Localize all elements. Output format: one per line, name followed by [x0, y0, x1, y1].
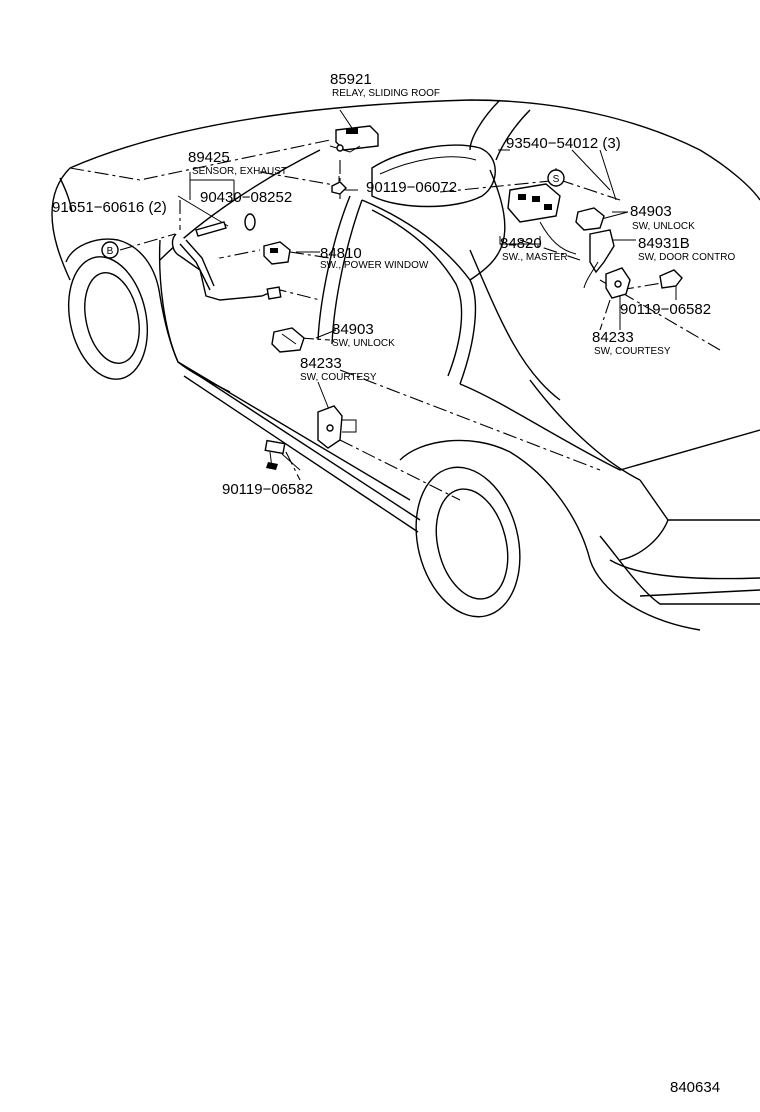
label-90430-08252: 90430−08252	[200, 189, 292, 206]
label-84903-rear: 84903 SW, UNLOCK	[630, 203, 695, 232]
part-number: 90430−08252	[200, 189, 292, 206]
part-number: 90119−06072	[366, 179, 457, 196]
part-description: SW., MASTER	[502, 252, 568, 263]
part-description: SW, COURTESY	[300, 372, 377, 383]
label-84233-rear: 84233 SW, COURTESY	[592, 329, 671, 357]
label-84233-front: 84233 SW, COURTESY	[300, 355, 377, 383]
part-description: SENSOR, EXHAUST	[192, 166, 287, 177]
courtesy-switch-rear-part[interactable]	[605, 267, 631, 299]
car-body-outline	[51, 99, 760, 631]
unlock-switch-front-part[interactable]	[271, 327, 305, 353]
label-90119-06582-front: 90119−06582	[222, 481, 313, 498]
part-number: 90119−06582	[222, 481, 313, 498]
label-84931b: 84931B SW, DOOR CONTRO	[638, 235, 735, 263]
courtesy-switch-front-part[interactable]	[317, 405, 357, 449]
part-number: 84903	[332, 321, 374, 338]
part-number: 85921	[330, 71, 372, 88]
figure-number: 840634	[670, 1079, 720, 1096]
part-description: SW, UNLOCK	[632, 221, 695, 232]
marker-s-label: S	[553, 174, 560, 185]
part-number: 91651−60616 (2)	[52, 199, 167, 216]
marker-b-circle: B	[101, 241, 119, 259]
part-number: 90119−06582	[620, 301, 711, 318]
part-number: 84233	[592, 329, 634, 346]
screw-90119-06582-rear[interactable]	[659, 269, 683, 289]
power-window-switch-part[interactable]	[263, 241, 291, 265]
part-description: SW, UNLOCK	[332, 338, 395, 349]
label-89425: 89425 SENSOR, EXHAUST	[188, 149, 287, 177]
exhaust-sensor-part[interactable]	[171, 213, 282, 301]
relay-sliding-roof-part[interactable]	[329, 125, 379, 153]
part-description: SW, DOOR CONTRO	[638, 252, 735, 263]
screw-90119-06582-front[interactable]	[264, 439, 286, 470]
label-84820: 84820 SW., MASTER	[500, 235, 568, 263]
label-85921: 85921 RELAY, SLIDING ROOF	[330, 71, 440, 99]
unlock-switch-rear-part[interactable]	[575, 207, 605, 231]
part-number: 84233	[300, 355, 342, 372]
label-90119-06582-rear: 90119−06582	[620, 301, 711, 318]
part-description: SW., POWER WINDOW	[320, 260, 429, 271]
part-number: 89425	[188, 149, 230, 166]
master-switch-part[interactable]	[507, 183, 577, 255]
part-number: 84810	[320, 245, 362, 262]
part-number: 84820	[500, 235, 542, 252]
part-description: SW, COURTESY	[594, 346, 671, 357]
part-number: 84931B	[638, 235, 690, 252]
marker-s-circle: S	[547, 169, 565, 187]
label-84903-front: 84903 SW, UNLOCK	[332, 321, 395, 349]
callout-lines	[177, 109, 677, 471]
label-90119-06072: 90119−06072	[366, 179, 457, 196]
label-84810: 84810 SW., POWER WINDOW	[320, 245, 429, 271]
label-93540-54012: 93540−54012 (3)	[506, 135, 621, 152]
part-description: RELAY, SLIDING ROOF	[332, 88, 440, 99]
marker-b-label: B	[107, 246, 114, 257]
door-control-switch-part[interactable]	[583, 229, 615, 289]
label-91651-60616: 91651−60616 (2)	[52, 199, 167, 216]
part-number: 84903	[630, 203, 672, 220]
part-number: 93540−54012 (3)	[506, 135, 621, 152]
screw-90119-06072[interactable]	[331, 176, 347, 195]
